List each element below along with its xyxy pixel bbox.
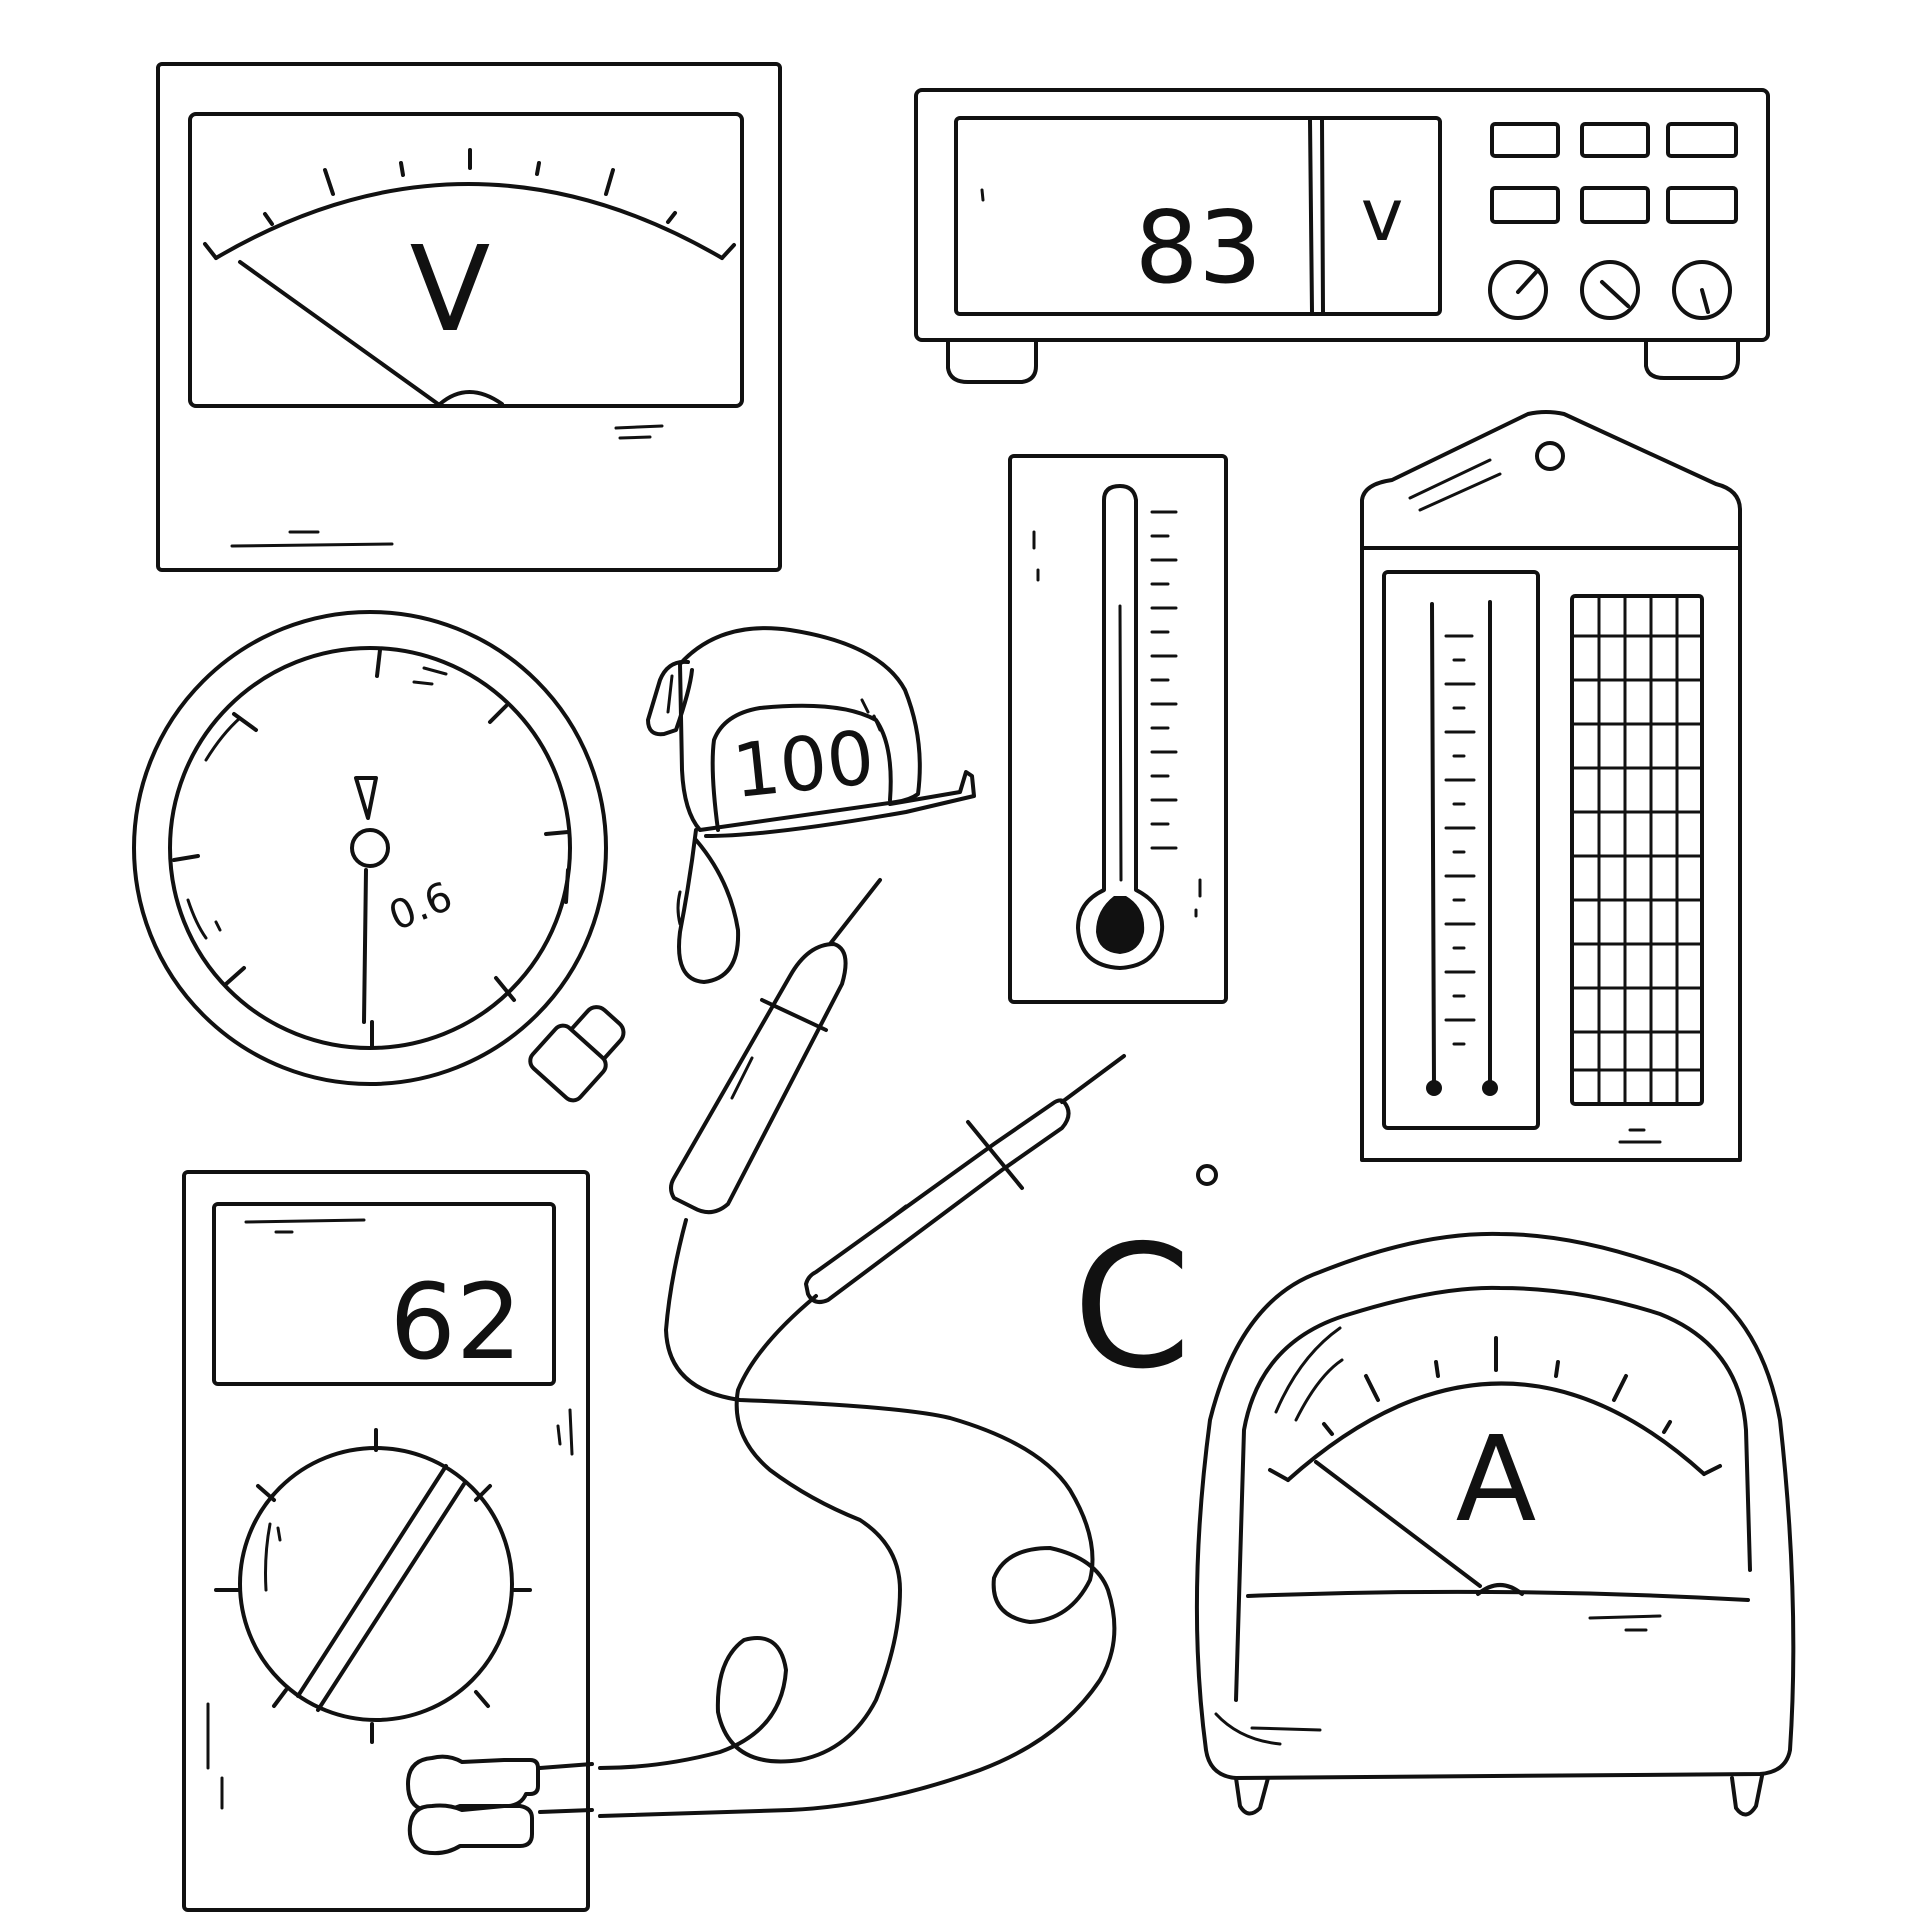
- analog-voltmeter: V: [156, 62, 782, 572]
- voltmeter-unit-label: V: [410, 220, 491, 358]
- digital-meter-reading: 83: [1135, 189, 1262, 306]
- meter-knobs: [1488, 260, 1732, 320]
- rotary-dial: [238, 1446, 514, 1722]
- thermometer-scale: [1032, 510, 1202, 918]
- test-probes: [598, 878, 1126, 1818]
- ammeter-left-foot: [1234, 1776, 1270, 1816]
- voltmeter-ticks: [203, 148, 736, 260]
- gauge-connector: [528, 1005, 626, 1103]
- analog-ammeter: A: [1194, 1231, 1796, 1817]
- voltmeter-needle: [238, 260, 440, 406]
- dial-ticks: [214, 1428, 532, 1744]
- hygrometer-grid: [1572, 596, 1702, 1104]
- ammeter-pivot: [1476, 1583, 1524, 1596]
- hygrometer: [1360, 410, 1742, 1162]
- digital-bench-meter: 83 v: [914, 88, 1770, 384]
- tape-measure: 100: [646, 626, 976, 984]
- celsius-letter: C: [1073, 1209, 1192, 1407]
- ammeter-unit-label: A: [1456, 1410, 1537, 1548]
- digital-meter-unit: v: [1361, 173, 1404, 257]
- digital-multimeter: 62: [182, 1170, 594, 1912]
- wall-thermometer: [1008, 454, 1228, 1004]
- hygrometer-scale: [1444, 634, 1662, 1144]
- pressure-gauge-label: 0.6: [383, 874, 459, 940]
- left-foot: [946, 340, 1038, 384]
- ammeter-needle: [1314, 1460, 1482, 1588]
- pressure-gauge: 0.6: [132, 610, 626, 1103]
- right-foot: [1644, 340, 1740, 380]
- needle-pivot: [438, 390, 504, 406]
- gauge-ticks: [172, 648, 570, 1048]
- probe-jacks: [406, 1754, 594, 1856]
- meter-buttons: [1490, 122, 1738, 224]
- multimeter-reading: 62: [390, 1261, 522, 1383]
- gauge-pointer: [354, 776, 378, 820]
- gauge-pivot: [350, 828, 390, 868]
- celsius-symbol: C: [1073, 1164, 1218, 1407]
- tape-measure-label: 100: [729, 715, 878, 815]
- degree-circle: [1196, 1164, 1218, 1186]
- ammeter-ticks: [1268, 1336, 1722, 1482]
- probe-cable-2: [598, 1294, 902, 1770]
- ammeter-right-foot: [1730, 1774, 1764, 1817]
- probe-cable-1: [598, 1218, 1117, 1818]
